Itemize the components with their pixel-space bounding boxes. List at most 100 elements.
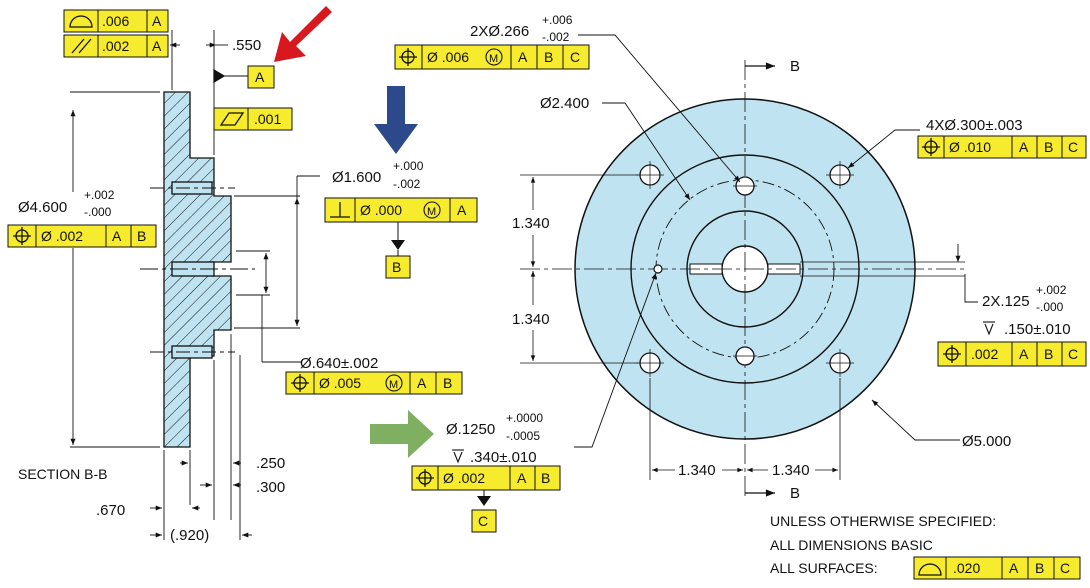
slot-base: 2X.125 (982, 293, 1030, 310)
dia-1600-base: Ø1.600 (332, 169, 381, 186)
dim-550: .550 (232, 37, 261, 54)
svg-text:B: B (541, 470, 550, 486)
dia-1600-plus: +.000 (393, 159, 424, 173)
green-callout-arrow (370, 410, 434, 458)
svg-text:A: A (112, 228, 122, 244)
depth-symbol-icon (452, 449, 464, 464)
svg-text:C: C (1060, 560, 1070, 576)
flatness-icon (219, 112, 245, 126)
svg-text:M: M (489, 53, 498, 65)
dim-1340-top: 1.340 (512, 215, 550, 232)
dia-4600-base: Ø4.600 (18, 199, 67, 216)
fcf-profile: .006 A (63, 9, 169, 33)
svg-text:A: A (518, 49, 528, 65)
svg-text:M: M (389, 379, 398, 391)
section-title: SECTION B-B (18, 466, 107, 482)
dia-1250-base: Ø.1250 (446, 421, 495, 438)
svg-text:A: A (255, 69, 265, 85)
svg-text:Ø .006: Ø .006 (427, 49, 469, 65)
position-icon (416, 469, 434, 487)
note-line3: ALL SURFACES: (770, 560, 878, 576)
note-line1: UNLESS OTHERWISE SPECIFIED: (770, 513, 996, 529)
slot-depth: .150±.010 (1004, 321, 1071, 338)
svg-text:A: A (1009, 560, 1019, 576)
svg-text:Ø .000: Ø .000 (360, 202, 402, 218)
dia-4600-plus: +.002 (84, 188, 115, 202)
dim-1340-right: 1.340 (772, 462, 810, 479)
svg-text:.001: .001 (254, 111, 281, 127)
fcf-position-4x: Ø .010 A B C (917, 135, 1087, 159)
section-b-bottom: B (790, 485, 800, 502)
fcf-position-2x: Ø .006 M A B C (394, 44, 590, 70)
red-callout-arrow (274, 6, 332, 62)
position-icon (399, 48, 417, 66)
svg-text:A: A (457, 202, 467, 218)
note-line2: ALL DIMENSIONS BASIC (770, 537, 933, 553)
fcf-position-4600: Ø .002 A B (7, 224, 157, 248)
dim-920: (.920) (170, 527, 209, 544)
dia-640: Ø.640±.002 (300, 355, 378, 372)
section-view (70, 30, 320, 540)
svg-text:M: M (427, 206, 436, 218)
holes-2x-minus: -.002 (542, 30, 570, 44)
front-view (520, 34, 978, 500)
dia-2400: Ø2.400 (540, 95, 589, 112)
mmc-modifier-icon: M (385, 374, 403, 392)
hole-2x (733, 176, 757, 366)
svg-text:A: A (152, 38, 162, 54)
svg-text:B: B (1044, 346, 1053, 362)
dia-5000: Ø5.000 (962, 433, 1011, 450)
position-icon (943, 345, 961, 363)
svg-text:A: A (1019, 346, 1029, 362)
pin-depth: .340±.010 (470, 449, 537, 466)
mmc-modifier-icon: M (485, 48, 503, 66)
perpendicularity-icon (330, 202, 350, 218)
svg-text:Ø .005: Ø .005 (319, 375, 361, 391)
svg-text:B: B (443, 375, 452, 391)
fcf-position-640: Ø .005 M A B (285, 371, 463, 395)
svg-text:Ø .002: Ø .002 (443, 470, 485, 486)
blue-callout-arrow (374, 86, 418, 154)
depth-symbol-icon (983, 321, 995, 336)
svg-text:B: B (137, 228, 146, 244)
svg-text:B: B (1035, 560, 1044, 576)
svg-text:B: B (544, 49, 553, 65)
dia-1250-minus: -.0005 (506, 429, 540, 443)
fcf-flatness: .001 (213, 107, 293, 131)
position-icon (291, 374, 309, 392)
dia-1600-minus: -.002 (393, 177, 421, 191)
fcf-position-slot: .002 A B C (937, 341, 1087, 367)
datum-b-label: B (392, 259, 401, 275)
svg-text:B: B (1044, 139, 1053, 155)
fcf-profile-all: .020 A B C (913, 556, 1081, 580)
slot-plus: +.002 (1036, 283, 1067, 297)
svg-text:C: C (570, 49, 580, 65)
holes-2x-plus: +.006 (542, 13, 573, 27)
dim-1340-bottom: 1.340 (512, 311, 550, 328)
dim-1340-left: 1.340 (678, 462, 716, 479)
svg-text:Ø .002: Ø .002 (41, 228, 83, 244)
svg-text:A: A (1019, 139, 1029, 155)
fcf-perpendicularity: Ø .000 M A (324, 197, 478, 223)
dim-250: .250 (256, 455, 285, 472)
svg-text:Ø .010: Ø .010 (949, 139, 991, 155)
dia-1250-plus: +.0000 (506, 411, 543, 425)
datum-a-box: A (247, 65, 275, 89)
hole-4x (636, 161, 854, 377)
dim-670: .670 (96, 502, 125, 519)
datum-c-feature: C (471, 490, 497, 533)
pin-hole (653, 264, 663, 274)
section-b-top: B (790, 58, 800, 75)
svg-text:.006: .006 (102, 13, 129, 29)
fcf-parallelism: .002 A (63, 34, 169, 58)
svg-text:A: A (417, 375, 427, 391)
position-icon (922, 138, 940, 156)
svg-text:A: A (152, 13, 162, 29)
datum-b-feature: B (385, 222, 411, 279)
svg-text:.020: .020 (953, 560, 980, 576)
dim-300: .300 (256, 479, 285, 496)
holes-2x-base: 2XØ.266 (470, 23, 529, 40)
svg-text:C: C (1068, 346, 1078, 362)
